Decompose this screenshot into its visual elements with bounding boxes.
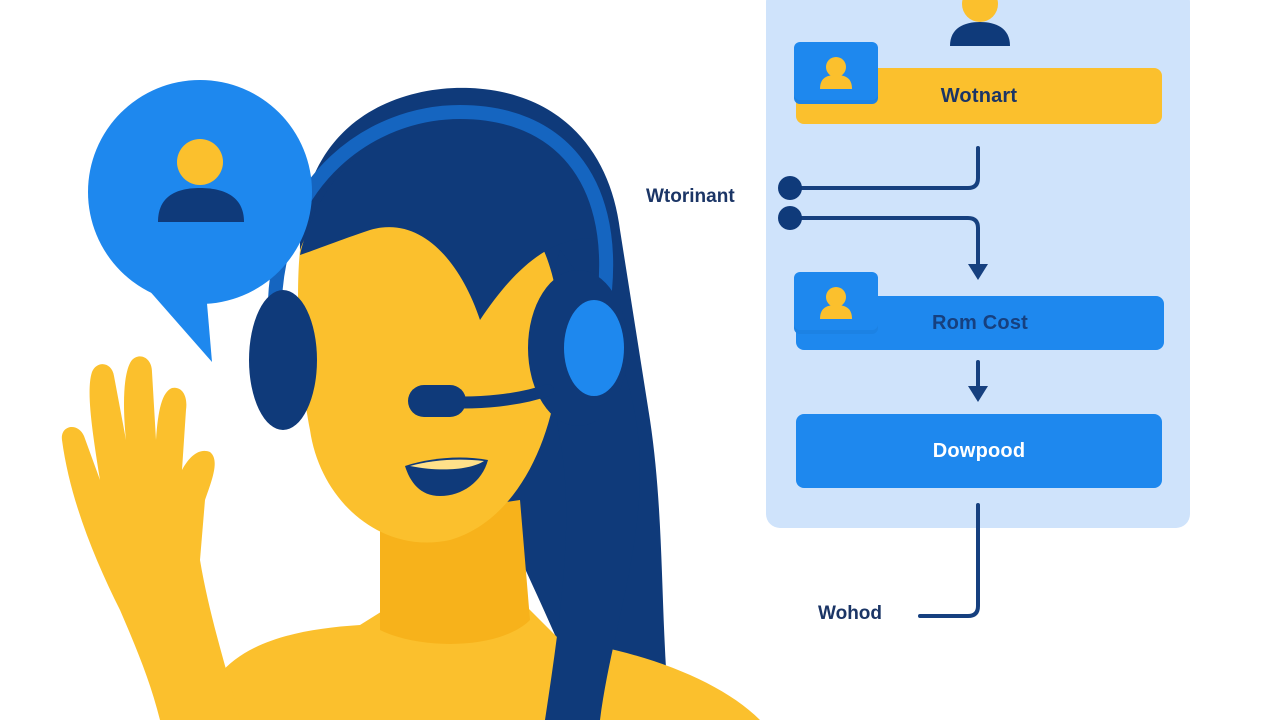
- torso: [200, 600, 760, 720]
- flow-step-3-label: Dowpood: [932, 439, 1026, 462]
- connector-node-a: [778, 176, 802, 200]
- arrow-down-icon: [968, 386, 988, 402]
- flow-step-1-label: Wotnart: [940, 84, 1018, 107]
- user-icon: [950, 0, 1010, 46]
- headset-left-earcup: [249, 290, 317, 430]
- flow-step-1-tab: [794, 42, 878, 104]
- speech-bubble: [88, 80, 312, 362]
- connector-branch-a: [788, 146, 980, 190]
- connector-node-b: [778, 206, 802, 230]
- connector-branch-b: [788, 216, 980, 270]
- flow-step-2-label: Rom Cost: [931, 311, 1029, 334]
- headset-right-cushion: [564, 300, 624, 396]
- user-icon: [820, 57, 852, 89]
- user-icon: [158, 139, 244, 222]
- headset-mic: [408, 385, 466, 417]
- waving-hand: [61, 356, 241, 720]
- teeth: [410, 459, 484, 470]
- user-icon: [820, 287, 852, 319]
- flow-branch-label: Wtorinant: [646, 186, 735, 207]
- hair-front: [300, 110, 610, 320]
- flow-step-3: Dowpood: [796, 414, 1162, 488]
- flow-end-label: Wohod: [818, 603, 883, 624]
- arrow-down-icon: [968, 264, 988, 280]
- flow-step-2-tab: [794, 272, 878, 334]
- connector-end: [918, 503, 980, 618]
